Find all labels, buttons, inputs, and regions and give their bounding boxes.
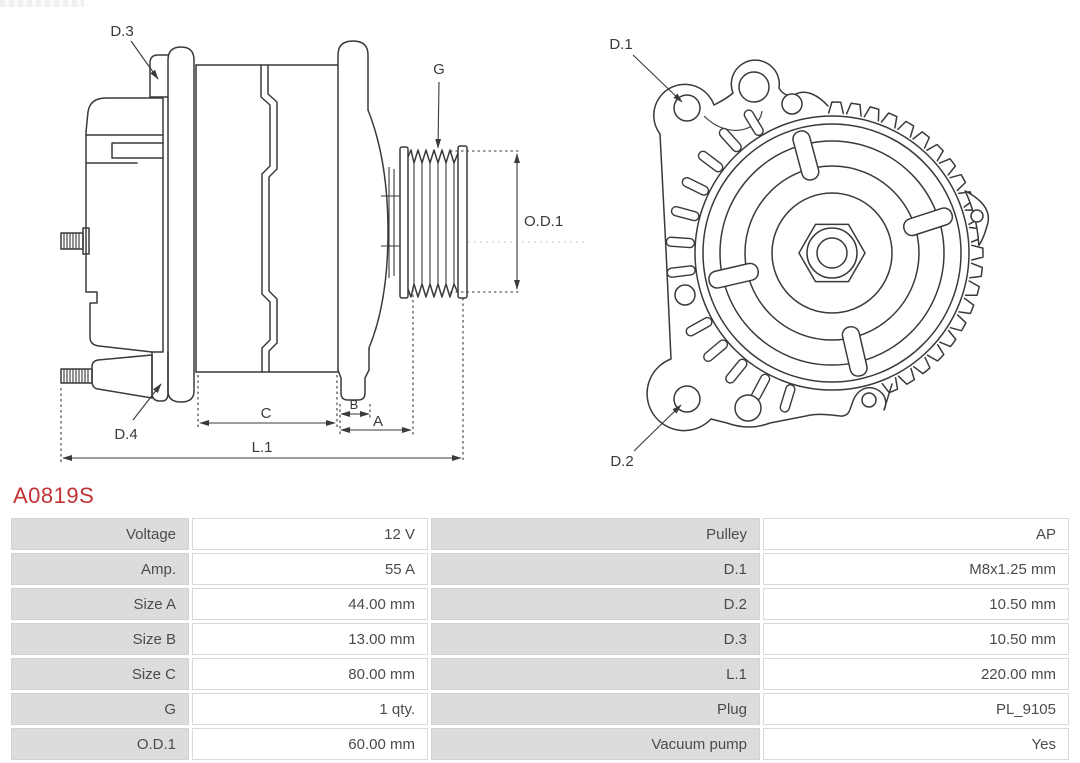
mounting-ear-step-d3 (149, 54, 169, 98)
spec-table: Voltage 12 V Pulley AP Amp. 55 A D.1 M8x… (8, 515, 1072, 763)
spec-label-cell: Voltage (11, 518, 189, 550)
mounting-lug-d4 (151, 351, 169, 402)
dim-od1: O.D.1 (450, 150, 587, 293)
dim-c: C (197, 375, 338, 428)
rear-housing (85, 97, 164, 353)
front-plate-contour (646, 59, 893, 432)
spec-label-cell: G (11, 693, 189, 725)
dim-label-g: G (433, 61, 445, 78)
dim-label-c: C (261, 405, 272, 422)
dim-l1: L.1 (60, 298, 464, 463)
spec-label-cell: Size A (11, 588, 189, 620)
dim-label-d2: D.2 (610, 453, 633, 470)
spec-row: G 1 qty. Plug PL_9105 (11, 693, 1069, 725)
side-view: G O.D.1 C B A L.1 (60, 23, 587, 463)
spec-value-cell: 60.00 mm (192, 728, 428, 760)
spec-value-cell: 220.00 mm (763, 658, 1069, 690)
spec-label-cell: L.1 (431, 658, 760, 690)
leader-g (435, 81, 442, 149)
spec-row: Size B 13.00 mm D.3 10.50 mm (11, 623, 1069, 655)
vent-slots (665, 109, 796, 413)
dim-label-l1: L.1 (252, 439, 273, 456)
leader-d2 (633, 404, 682, 452)
pulley (399, 145, 468, 299)
brand-logo-fragment (0, 0, 84, 7)
front-bracket-nose (367, 109, 389, 349)
spec-label-cell: D.2 (431, 588, 760, 620)
dim-a: A (340, 289, 414, 437)
lower-terminal-stud (60, 354, 153, 399)
dim-label-b: B (350, 397, 359, 412)
mounting-ear-rear (167, 46, 195, 403)
spec-value-cell: 80.00 mm (192, 658, 428, 690)
spec-label-cell: Size B (11, 623, 189, 655)
spec-label-cell: Amp. (11, 553, 189, 585)
rear-terminal-stud (60, 227, 90, 255)
spec-value-cell: 1 qty. (192, 693, 428, 725)
shaft (381, 167, 400, 278)
leader-d1 (632, 54, 683, 103)
spec-value-cell: 10.50 mm (763, 588, 1069, 620)
spec-row: Size A 44.00 mm D.2 10.50 mm (11, 588, 1069, 620)
spec-row: Size C 80.00 mm L.1 220.00 mm (11, 658, 1069, 690)
spec-value-cell: PL_9105 (763, 693, 1069, 725)
front-plate-web (703, 110, 763, 131)
mounting-ear-front (337, 40, 369, 371)
front-view: D.1 D.2 (609, 36, 990, 470)
spec-row: Voltage 12 V Pulley AP (11, 518, 1069, 550)
dim-label-a: A (373, 413, 383, 430)
spec-row: Amp. 55 A D.1 M8x1.25 mm (11, 553, 1069, 585)
spec-value-cell: 55 A (192, 553, 428, 585)
dim-label-d4: D.4 (114, 426, 137, 443)
spec-value-cell: 12 V (192, 518, 428, 550)
spec-label-cell: D.3 (431, 623, 760, 655)
dim-b: B (339, 397, 371, 436)
spec-value-cell: 44.00 mm (192, 588, 428, 620)
part-number-title: A0819S (13, 483, 95, 508)
leader-d4 (132, 383, 162, 421)
spec-label-cell: D.1 (431, 553, 760, 585)
technical-drawing: G O.D.1 C B A L.1 (60, 23, 990, 470)
spec-label-cell: Vacuum pump (431, 728, 760, 760)
fan-spokes (708, 130, 954, 377)
pulley-hub (771, 192, 893, 314)
spec-label-cell: Plug (431, 693, 760, 725)
spec-label-cell: Size C (11, 658, 189, 690)
dim-label-od1: O.D.1 (524, 213, 563, 230)
hole-d1 (673, 94, 701, 122)
spec-label-cell: Pulley (431, 518, 760, 550)
alternator-body (195, 64, 339, 373)
spec-value-cell: 13.00 mm (192, 623, 428, 655)
leader-d3 (130, 40, 159, 80)
spec-value-cell: M8x1.25 mm (763, 553, 1069, 585)
spec-value-cell: Yes (763, 728, 1069, 760)
dim-label-d3: D.3 (110, 23, 133, 40)
spec-value-cell: 10.50 mm (763, 623, 1069, 655)
dim-label-d1: D.1 (609, 36, 632, 53)
spec-row: O.D.1 60.00 mm Vacuum pump Yes (11, 728, 1069, 760)
spec-value-cell: AP (763, 518, 1069, 550)
right-mounting-tab (964, 190, 990, 247)
spec-label-cell: O.D.1 (11, 728, 189, 760)
